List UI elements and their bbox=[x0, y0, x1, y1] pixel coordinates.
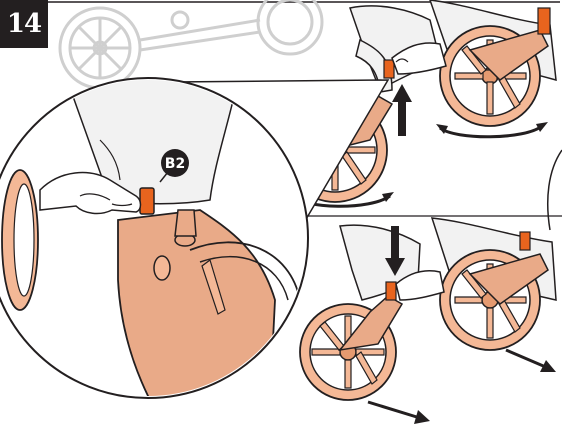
part-label-badge: B2 bbox=[159, 149, 189, 183]
front-wheel-bottom bbox=[299, 295, 404, 401]
adjacent-panel-edge bbox=[546, 149, 562, 231]
down-arrow-icon bbox=[385, 226, 405, 276]
rotation-arrow-icon bbox=[436, 122, 548, 139]
part-label-text: B2 bbox=[165, 156, 185, 172]
up-arrow-icon bbox=[392, 84, 412, 136]
rear-wheel-bottom bbox=[439, 249, 549, 351]
top-scene-wheel-install bbox=[282, 0, 557, 208]
push-direction-arrow-icon bbox=[505, 348, 556, 372]
step-number-badge: 14 bbox=[0, 0, 48, 48]
rear-wheel-top bbox=[439, 7, 551, 127]
bottom-scene-wheel-push bbox=[299, 217, 557, 424]
magnifier-callout: B2 bbox=[0, 77, 390, 399]
ghost-stroller-background bbox=[58, 0, 324, 90]
push-direction-arrow-icon bbox=[367, 400, 430, 424]
panel-borders bbox=[48, 1, 562, 217]
